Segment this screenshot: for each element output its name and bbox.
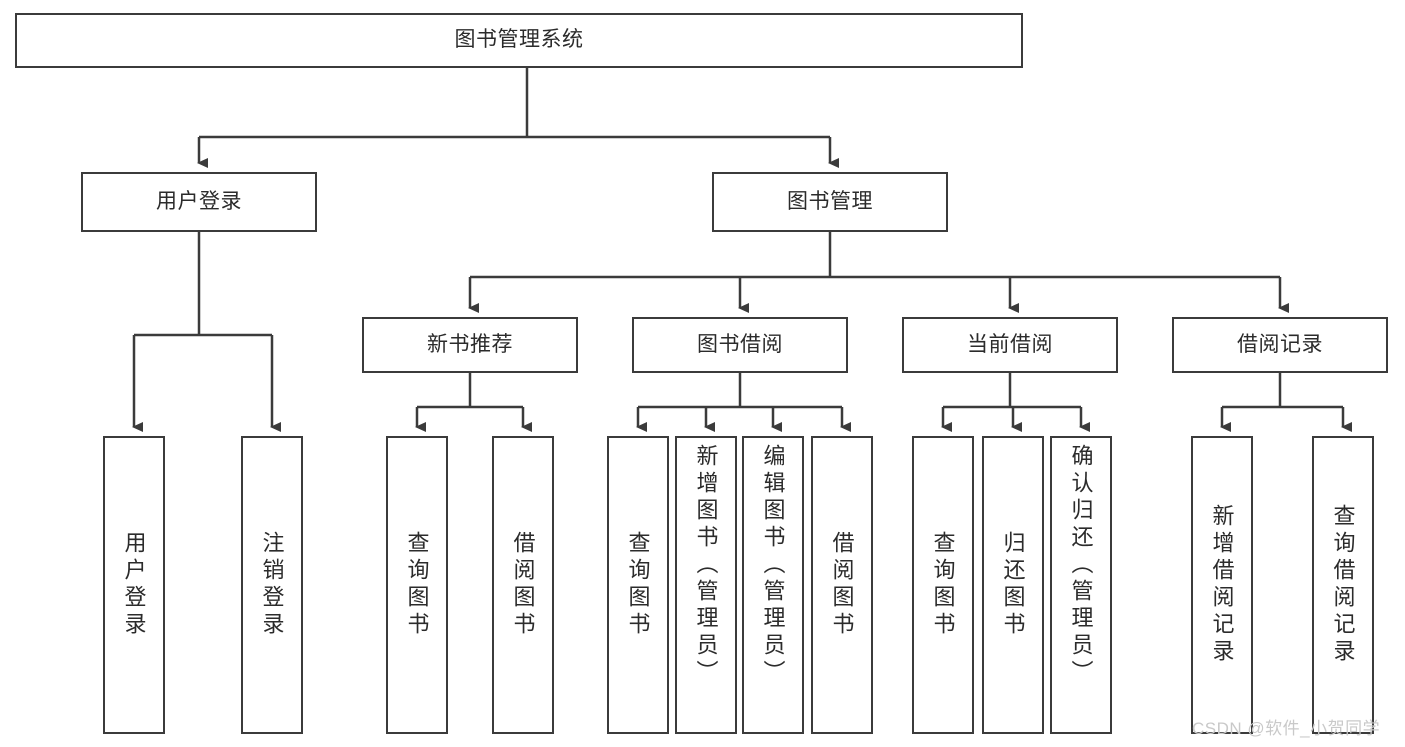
node-label: 图书管理: [787, 189, 873, 213]
leaf-label: 借阅图书: [829, 531, 855, 639]
leaf-borrow-books-recommend[interactable]: 借阅图书: [492, 436, 554, 734]
node-label: 新书推荐: [427, 332, 513, 356]
leaf-return-book[interactable]: 归还图书: [982, 436, 1044, 734]
leaf-query-books-borrow[interactable]: 查询图书: [607, 436, 669, 734]
leaf-borrow-books[interactable]: 借阅图书: [811, 436, 873, 734]
leaf-label: 新增图书（管理员）: [693, 444, 719, 687]
node-label: 借阅记录: [1237, 332, 1323, 356]
leaf-label: 查询图书: [930, 531, 956, 639]
node-current-borrow[interactable]: 当前借阅: [902, 317, 1118, 373]
leaf-confirm-return-admin[interactable]: 确认归还（管理员）: [1050, 436, 1112, 734]
node-library-management-system[interactable]: 图书管理系统: [15, 13, 1023, 68]
leaf-query-books-recommend[interactable]: 查询图书: [386, 436, 448, 734]
node-label: 图书借阅: [697, 332, 783, 356]
leaf-label: 注销登录: [259, 531, 285, 639]
leaf-label: 编辑图书（管理员）: [760, 444, 786, 687]
leaf-logout[interactable]: 注销登录: [241, 436, 303, 734]
leaf-label: 确认归还（管理员）: [1068, 444, 1094, 687]
node-user-login[interactable]: 用户登录: [81, 172, 317, 232]
node-label: 用户登录: [156, 189, 242, 213]
leaf-add-borrow-record[interactable]: 新增借阅记录: [1191, 436, 1253, 734]
leaf-edit-book-admin[interactable]: 编辑图书（管理员）: [742, 436, 804, 734]
leaf-label: 归还图书: [1000, 531, 1026, 639]
csdn-watermark: CSDN @软件_小贺同学: [1192, 719, 1381, 738]
leaf-label: 新增借阅记录: [1209, 504, 1235, 666]
leaf-label: 借阅图书: [510, 531, 536, 639]
node-book-management[interactable]: 图书管理: [712, 172, 948, 232]
node-borrow-records[interactable]: 借阅记录: [1172, 317, 1388, 373]
node-new-book-recommend[interactable]: 新书推荐: [362, 317, 578, 373]
leaf-add-book-admin[interactable]: 新增图书（管理员）: [675, 436, 737, 734]
leaf-user-login[interactable]: 用户登录: [103, 436, 165, 734]
node-book-borrow[interactable]: 图书借阅: [632, 317, 848, 373]
leaf-query-borrow-record[interactable]: 查询借阅记录: [1312, 436, 1374, 734]
leaf-label: 查询借阅记录: [1330, 504, 1356, 666]
leaf-label: 用户登录: [121, 531, 147, 639]
node-label: 当前借阅: [967, 332, 1053, 356]
leaf-label: 查询图书: [625, 531, 651, 639]
leaf-query-books-current[interactable]: 查询图书: [912, 436, 974, 734]
node-label: 图书管理系统: [454, 28, 584, 52]
leaf-label: 查询图书: [404, 531, 430, 639]
